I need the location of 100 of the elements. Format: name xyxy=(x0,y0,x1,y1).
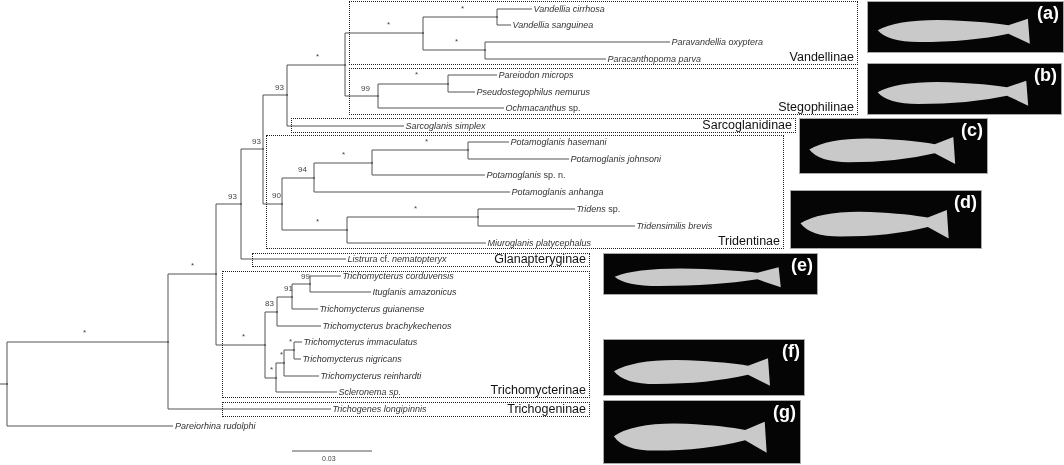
fish-photo xyxy=(799,118,988,174)
tree-branch xyxy=(262,149,282,205)
panel-label: (b) xyxy=(1034,64,1057,86)
fish-photo xyxy=(603,400,801,464)
taxon-name: Potamoglanis anhanga xyxy=(509,185,606,198)
tree-branch xyxy=(283,363,320,377)
clade-box xyxy=(252,253,590,267)
clade-box xyxy=(222,402,590,417)
tree-branch xyxy=(313,178,511,193)
support-value: * xyxy=(316,52,320,61)
taxon-name: Tridens sp. xyxy=(574,202,623,215)
taxon-name: Trichomycterus guianense xyxy=(317,302,427,315)
tree-branch xyxy=(262,94,287,149)
branch-node xyxy=(345,228,348,231)
support-value: * xyxy=(455,37,459,46)
branch-node xyxy=(280,202,283,205)
branch-node xyxy=(275,310,278,313)
branch-node xyxy=(292,348,295,351)
support-value: * xyxy=(242,332,246,341)
tree-branch xyxy=(215,203,241,274)
support-value: * xyxy=(387,20,391,29)
tree-branch xyxy=(276,312,322,327)
support-value: 90 xyxy=(272,191,281,200)
panel-label: (c) xyxy=(961,119,983,141)
taxon-name: Potamoglanis hasemani xyxy=(508,135,609,148)
taxon-name: Trichomycterus corduvensis xyxy=(340,269,456,282)
tree-branch xyxy=(484,50,607,60)
branch-node xyxy=(308,282,311,285)
support-value: 93 xyxy=(275,83,284,92)
tree-branch xyxy=(293,341,303,350)
taxon-name: Paracanthopoma parva xyxy=(605,52,704,65)
panel-label: (g) xyxy=(773,401,796,423)
taxon-name: Trichomycterus nigricans xyxy=(300,352,404,365)
support-value: 99 xyxy=(301,272,310,281)
support-value: * xyxy=(415,70,419,79)
tree-branch xyxy=(447,74,498,84)
clade-label: Sarcoglanidinae xyxy=(702,118,792,132)
tree-branch xyxy=(467,150,570,160)
taxon-name: Trichogenes longipinnis xyxy=(330,402,429,415)
tree-branch xyxy=(167,342,332,410)
fish-photo xyxy=(867,1,1064,53)
support-value: 91 xyxy=(284,284,293,293)
branch-node xyxy=(466,148,469,151)
branch-node xyxy=(274,376,277,379)
tree-branch xyxy=(275,378,338,393)
support-value: 94 xyxy=(298,165,307,174)
branch-node xyxy=(495,15,498,18)
fish-photo xyxy=(603,339,805,396)
support-value: 83 xyxy=(265,299,274,308)
tree-branch xyxy=(293,350,302,360)
taxon-name: Ochmacanthus sp. xyxy=(503,101,583,114)
tree-branch xyxy=(467,141,510,150)
taxon-name: Ituglanis amazonicus xyxy=(370,285,459,298)
tree-branch xyxy=(496,8,533,17)
support-value: * xyxy=(289,337,293,346)
clade-box xyxy=(349,1,858,65)
taxon-name: Trichomycterus reinhardti xyxy=(318,369,424,382)
fish-photo xyxy=(603,253,818,295)
taxon-name: Paravandellia oxyptera xyxy=(669,35,766,48)
branch-node xyxy=(476,215,479,218)
tree-branch xyxy=(346,216,478,230)
clade-label: Tridentinae xyxy=(717,234,780,248)
support-value: 99 xyxy=(361,84,370,93)
taxon-name: Potamoglanis sp. n. xyxy=(484,168,568,181)
taxon-name: Vandellia cirrhosa xyxy=(531,2,607,15)
branch-node xyxy=(483,48,486,51)
panel-label: (e) xyxy=(791,254,813,276)
branch-node xyxy=(370,161,373,164)
tree-branch xyxy=(309,275,342,284)
tree-branch xyxy=(313,162,372,178)
tree-branch xyxy=(377,83,448,96)
tree-branch xyxy=(496,17,512,26)
branch-node xyxy=(421,31,424,34)
tree-branch xyxy=(422,33,485,51)
support-value: * xyxy=(425,137,429,146)
tree-branch xyxy=(344,65,378,97)
clade-box xyxy=(349,68,858,115)
tree-branch xyxy=(240,148,263,204)
clade-label: Trichogeninae xyxy=(507,402,586,416)
tree-branch xyxy=(422,16,497,33)
branch-node xyxy=(376,94,379,97)
tree-branch xyxy=(344,32,423,65)
tree-branch xyxy=(6,384,174,427)
taxon-name: Listrura cf. nematopteryx xyxy=(345,252,449,265)
tree-branch xyxy=(371,163,486,176)
support-value: * xyxy=(191,261,195,270)
taxon-name: Pareiorhina rudolphi xyxy=(173,420,258,432)
fish-photo xyxy=(790,190,982,249)
taxon-name: Sarcoglanis simplex xyxy=(403,119,488,132)
taxon-name: Miuroglanis platycephalus xyxy=(485,236,594,249)
tree-branch xyxy=(477,217,636,227)
tree-branch xyxy=(276,296,292,312)
support-value: * xyxy=(414,204,418,213)
support-value: 93 xyxy=(252,137,261,146)
tree-branch xyxy=(215,274,265,346)
fish-photo xyxy=(867,63,1062,115)
tree-branch xyxy=(281,204,347,231)
support-value: * xyxy=(316,217,320,226)
clade-label: Trichomycterinae xyxy=(490,383,586,397)
clade-label: Vandellinae xyxy=(789,50,854,64)
